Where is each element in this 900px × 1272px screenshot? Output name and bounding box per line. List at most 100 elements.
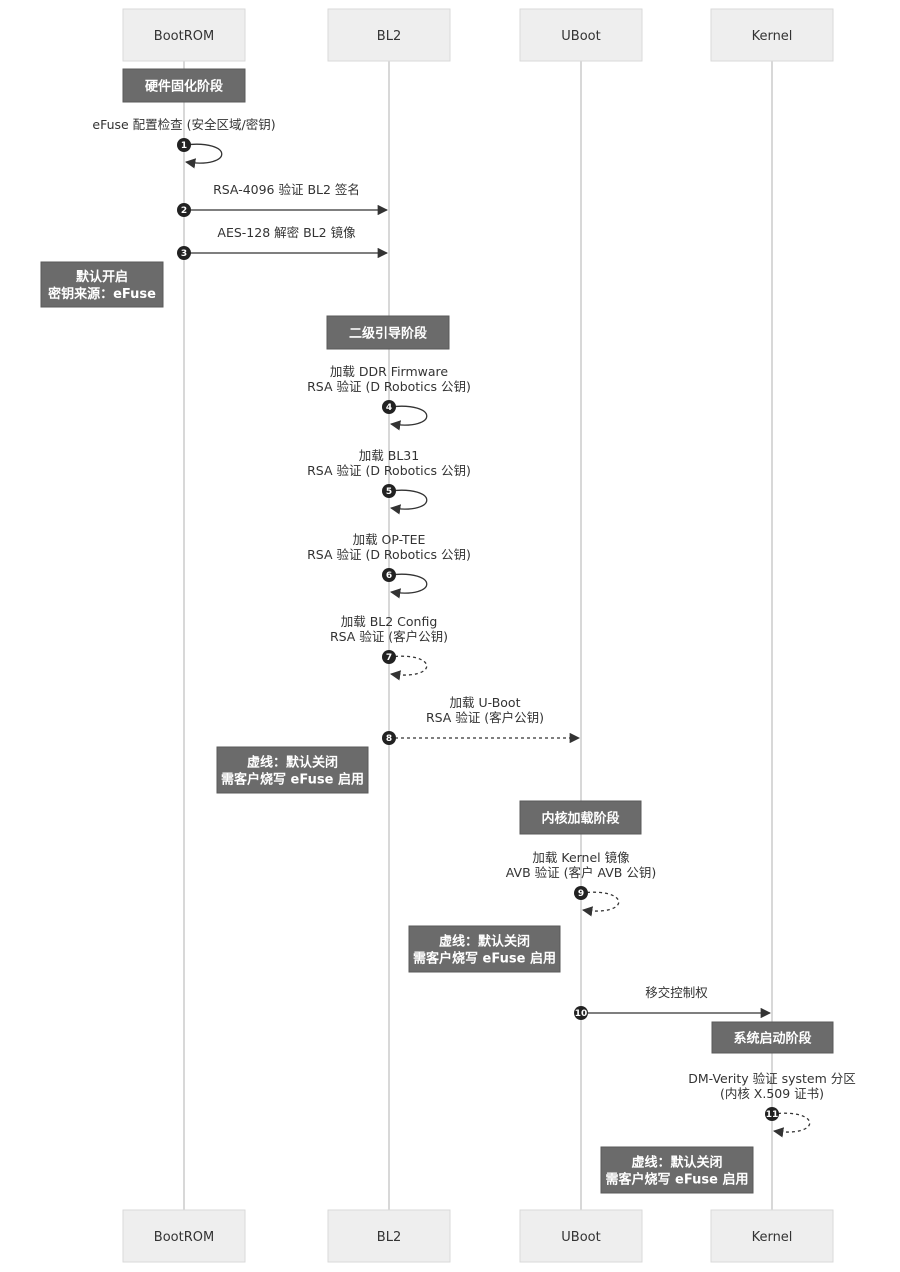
message-1: eFuse 配置检查 (安全区域/密钥)1 bbox=[92, 117, 276, 169]
actor-uboot-top: UBoot bbox=[519, 8, 643, 62]
message-label: RSA 验证 (D Robotics 公钥) bbox=[307, 379, 471, 394]
self-arrow bbox=[388, 573, 428, 599]
message-label: RSA 验证 (D Robotics 公钥) bbox=[307, 463, 471, 478]
actor-box bbox=[122, 8, 246, 62]
message-label: RSA 验证 (客户公钥) bbox=[330, 629, 448, 644]
note-text: 系统启动阶段 bbox=[733, 1031, 811, 1047]
sequence-number: 4 bbox=[386, 403, 392, 413]
note-box bbox=[216, 746, 369, 794]
note-text: 需客户烧写 eFuse 启用 bbox=[606, 1172, 749, 1188]
message-label: RSA-4096 验证 BL2 签名 bbox=[213, 182, 360, 197]
message-label: 加载 Kernel 镜像 bbox=[532, 850, 630, 865]
actor-box bbox=[327, 8, 451, 62]
self-arrow bbox=[771, 1112, 811, 1138]
sequence-number-badge bbox=[382, 650, 396, 664]
actor-bootrom-bottom: BootROM bbox=[122, 1209, 246, 1263]
message-label: AES-128 解密 BL2 镜像 bbox=[217, 225, 356, 240]
actor-bootrom-top: BootROM bbox=[122, 8, 246, 62]
actor-uboot-bottom: UBoot bbox=[519, 1209, 643, 1263]
sequence-number: 6 bbox=[386, 571, 392, 581]
sequence-number: 10 bbox=[575, 1009, 588, 1019]
self-arrow bbox=[388, 489, 428, 515]
self-arrow bbox=[388, 405, 428, 431]
actor-label: UBoot bbox=[561, 29, 600, 44]
sequence-number-badge bbox=[177, 246, 191, 260]
message-label: RSA 验证 (客户公钥) bbox=[426, 710, 544, 725]
message-11: DM-Verity 验证 system 分区(内核 X.509 证书)11 bbox=[688, 1071, 856, 1138]
actor-label: BootROM bbox=[154, 1230, 214, 1245]
message-label: 加载 BL31 bbox=[359, 448, 419, 463]
sequence-number-badge bbox=[382, 484, 396, 498]
note-box bbox=[600, 1146, 754, 1194]
actor-kernel-bottom: Kernel bbox=[710, 1209, 834, 1263]
actor-label: BL2 bbox=[377, 1230, 401, 1245]
note-box bbox=[122, 68, 246, 103]
self-arrow bbox=[388, 655, 428, 681]
actor-bl2-top: BL2 bbox=[327, 8, 451, 62]
note-text: 密钥来源：eFuse bbox=[47, 286, 156, 302]
self-arrow bbox=[580, 891, 620, 917]
sequence-number-badge bbox=[765, 1107, 779, 1121]
actor-kernel-top: Kernel bbox=[710, 8, 834, 62]
sequence-number-badge bbox=[382, 731, 396, 745]
note-box bbox=[326, 315, 450, 350]
sequence-number: 8 bbox=[386, 734, 392, 744]
sequence-number: 5 bbox=[386, 487, 392, 497]
note-text: 虚线：默认关闭 bbox=[631, 1155, 722, 1171]
sequence-number-badge bbox=[177, 138, 191, 152]
sequence-number: 1 bbox=[181, 141, 187, 151]
note-stage1: 硬件固化阶段 bbox=[122, 68, 246, 103]
note-text: 内核加载阶段 bbox=[541, 811, 619, 827]
note-stage2: 二级引导阶段 bbox=[326, 315, 450, 350]
message-2: RSA-4096 验证 BL2 签名 2 bbox=[177, 182, 389, 217]
actor-label: BL2 bbox=[377, 29, 401, 44]
self-arrow bbox=[183, 143, 223, 169]
note-stage3: 内核加载阶段 bbox=[519, 800, 642, 835]
sequence-number-badge bbox=[574, 886, 588, 900]
note-text: 虚线：默认关闭 bbox=[247, 755, 338, 771]
message-label: DM-Verity 验证 system 分区 bbox=[688, 1071, 855, 1086]
actor-label: BootROM bbox=[154, 29, 214, 44]
actor-box bbox=[710, 8, 834, 62]
message-label: 加载 BL2 Config bbox=[341, 614, 438, 629]
message-label: 加载 U-Boot bbox=[450, 695, 521, 710]
note-box bbox=[711, 1021, 834, 1054]
actor-label: UBoot bbox=[561, 1230, 600, 1245]
note-text: 需客户烧写 eFuse 启用 bbox=[221, 772, 364, 788]
message-label: AVB 验证 (客户 AVB 公钥) bbox=[506, 865, 656, 880]
message-3: AES-128 解密 BL2 镜像3 bbox=[177, 225, 389, 260]
message-label: RSA 验证 (D Robotics 公钥) bbox=[307, 547, 471, 562]
sequence-number-badge bbox=[382, 568, 396, 582]
sequence-number-badge bbox=[574, 1006, 588, 1020]
note-box bbox=[408, 925, 561, 973]
message-label: 加载 OP-TEE bbox=[353, 532, 426, 547]
actor-label: Kernel bbox=[752, 1230, 793, 1245]
note-text: 默认开启 bbox=[76, 269, 128, 285]
note-text: 虚线：默认关闭 bbox=[439, 934, 530, 950]
sequence-number-badge bbox=[382, 400, 396, 414]
note-stage4: 系统启动阶段 bbox=[711, 1021, 834, 1054]
actor-box bbox=[519, 1209, 643, 1263]
actor-box bbox=[519, 8, 643, 62]
message-label: (内核 X.509 证书) bbox=[720, 1086, 824, 1101]
sequence-number: 2 bbox=[181, 206, 187, 216]
sequence-number: 9 bbox=[578, 889, 584, 899]
actor-box bbox=[327, 1209, 451, 1263]
actor-box bbox=[710, 1209, 834, 1263]
note-text: 硬件固化阶段 bbox=[145, 79, 223, 95]
note-text: 需客户烧写 eFuse 启用 bbox=[413, 951, 556, 967]
message-label: 移交控制权 bbox=[645, 985, 708, 1000]
sequence-number-badge bbox=[177, 203, 191, 217]
sequence-number: 7 bbox=[386, 653, 392, 663]
